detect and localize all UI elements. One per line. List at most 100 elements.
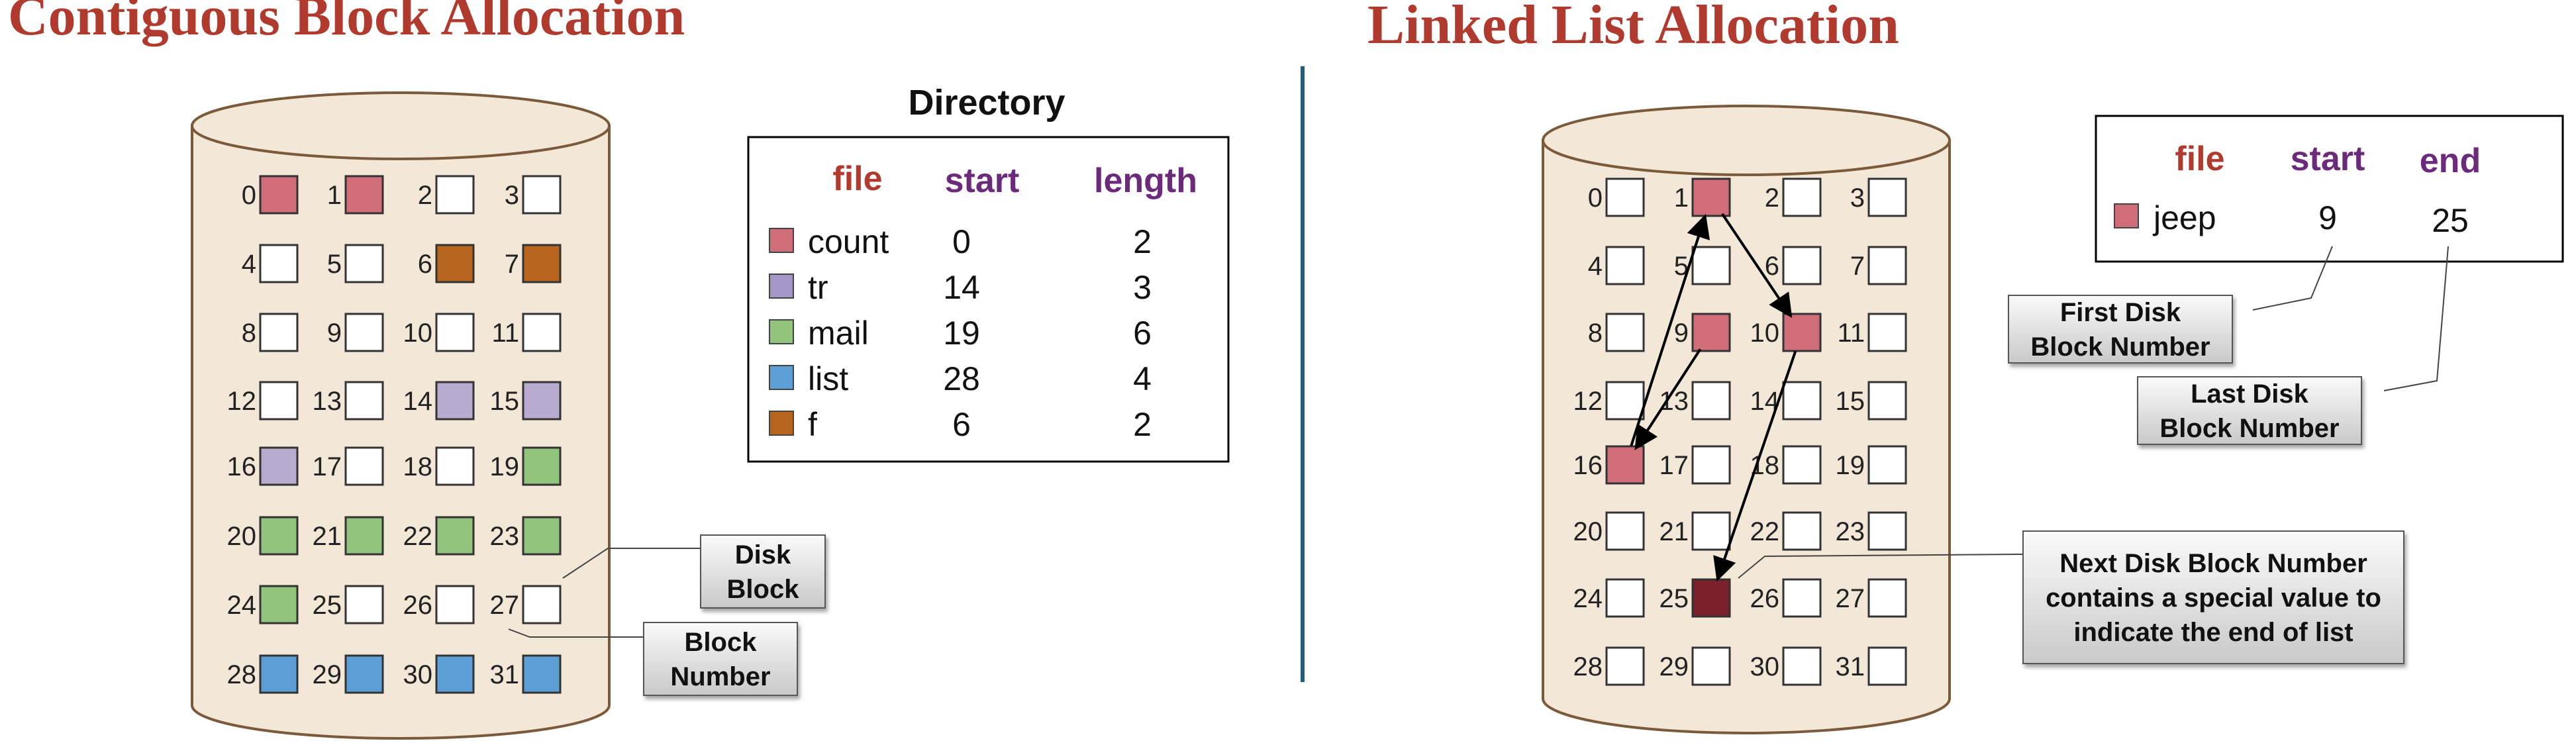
right-block-number-5: 5 — [1674, 252, 1689, 281]
left-block-number-21: 21 — [313, 522, 342, 551]
right-block-24 — [1605, 578, 1645, 618]
left-block-number-22: 22 — [403, 522, 433, 551]
right-block-9 — [1691, 313, 1731, 352]
last-disk-block-callout-text-1: Block Number — [2159, 414, 2339, 443]
left-block-10 — [435, 313, 475, 352]
left-block-number-23: 23 — [490, 522, 520, 551]
right-block-number-26: 26 — [1750, 584, 1780, 613]
right-block-number-28: 28 — [1573, 652, 1603, 681]
right-block-number-29: 29 — [1660, 652, 1689, 681]
jeep-start: 9 — [2318, 199, 2337, 236]
linked-header-end: end — [2420, 142, 2481, 180]
right-block-10 — [1782, 313, 1822, 352]
right-block-number-23: 23 — [1836, 517, 1865, 546]
disk-block-callout-text-1: Block — [727, 575, 800, 604]
left-block-12 — [259, 381, 299, 421]
next-disk-block-callout-text-2: indicate the end of list — [2073, 618, 2353, 647]
left-block-number-4: 4 — [242, 250, 256, 279]
right-block-3 — [1867, 177, 1907, 217]
left-block-3 — [522, 175, 562, 215]
right-block-26 — [1782, 578, 1822, 618]
left-block-27 — [522, 585, 562, 624]
right-block-1 — [1691, 177, 1731, 217]
right-block-5 — [1691, 246, 1731, 285]
left-block-number-3: 3 — [505, 181, 519, 210]
left-block-number-12: 12 — [227, 387, 257, 416]
left-block-number-11: 11 — [491, 319, 519, 348]
directory-length-mail: 6 — [1133, 315, 1152, 352]
block-number-callout-box — [643, 622, 798, 696]
left-block-0 — [259, 175, 299, 215]
left-block-number-17: 17 — [313, 452, 342, 481]
right-block-30 — [1782, 646, 1822, 686]
right-block-number-6: 6 — [1765, 252, 1779, 281]
left-block-number-10: 10 — [403, 319, 433, 348]
right-title: Linked List Allocation — [1367, 0, 1899, 56]
directory-swatch-list — [769, 365, 794, 390]
directory-swatch-mail — [769, 319, 794, 344]
left-block-number-27: 27 — [490, 591, 520, 620]
right-block-11 — [1867, 313, 1907, 352]
right-block-number-11: 11 — [1837, 319, 1865, 348]
right-block-number-15: 15 — [1836, 387, 1865, 416]
directory-header-file: file — [832, 160, 882, 198]
left-block-number-30: 30 — [403, 660, 433, 689]
directory-file-f: f — [808, 406, 817, 443]
left-block-31 — [522, 654, 562, 694]
chain-arrow-16-to-1 — [1630, 214, 1710, 447]
left-block-number-16: 16 — [227, 452, 257, 481]
left-block-number-29: 29 — [313, 660, 342, 689]
left-block-16 — [259, 446, 299, 486]
right-cylinder-body — [1542, 139, 1951, 734]
left-block-13 — [344, 381, 384, 421]
right-block-23 — [1867, 511, 1907, 551]
right-block-number-4: 4 — [1588, 252, 1603, 281]
left-block-8 — [259, 313, 299, 352]
left-block-21 — [344, 516, 384, 556]
left-block-number-8: 8 — [242, 319, 256, 348]
linked-table — [2095, 115, 2564, 263]
last-block-leader — [2383, 246, 2449, 391]
left-block-number-6: 6 — [418, 250, 432, 279]
left-block-number-9: 9 — [327, 319, 342, 348]
left-block-number-5: 5 — [327, 250, 342, 279]
right-cylinder-top — [1542, 105, 1951, 176]
right-block-number-10: 10 — [1750, 319, 1780, 348]
linked-header-file: file — [2175, 140, 2224, 178]
left-block-7 — [522, 244, 562, 283]
left-block-22 — [435, 516, 475, 556]
directory-start-tr: 14 — [943, 269, 980, 306]
left-block-17 — [344, 446, 384, 486]
right-block-number-0: 0 — [1588, 183, 1603, 213]
directory-start-mail: 19 — [943, 315, 980, 352]
right-block-31 — [1867, 646, 1907, 686]
left-block-number-7: 7 — [505, 250, 519, 279]
left-block-24 — [259, 585, 299, 624]
right-block-13 — [1691, 381, 1731, 421]
left-block-number-15: 15 — [490, 387, 520, 416]
left-block-number-20: 20 — [227, 522, 257, 551]
directory-length-tr: 3 — [1133, 269, 1152, 306]
left-block-number-31: 31 — [490, 660, 520, 689]
right-block-number-2: 2 — [1765, 183, 1779, 213]
left-block-6 — [435, 244, 475, 283]
directory-swatch-tr — [769, 273, 794, 299]
right-block-8 — [1605, 313, 1645, 352]
right-block-number-7: 7 — [1850, 252, 1865, 281]
left-block-4 — [259, 244, 299, 283]
directory-length-count: 2 — [1133, 223, 1152, 260]
directory-swatch-f — [769, 411, 794, 436]
next-disk-block-callout-text-1: contains a special value to — [2046, 583, 2381, 613]
block-number-callout-text-1: Number — [670, 662, 770, 691]
chain-arrow-10-to-25 — [1713, 350, 1797, 582]
chain-arrow-9-to-16 — [1634, 348, 1702, 450]
chain-arrow-1-to-10 — [1721, 213, 1793, 319]
left-block-number-13: 13 — [313, 387, 342, 416]
right-block-number-3: 3 — [1850, 183, 1865, 213]
last-disk-block-callout-text-0: Last Disk — [2191, 379, 2309, 409]
